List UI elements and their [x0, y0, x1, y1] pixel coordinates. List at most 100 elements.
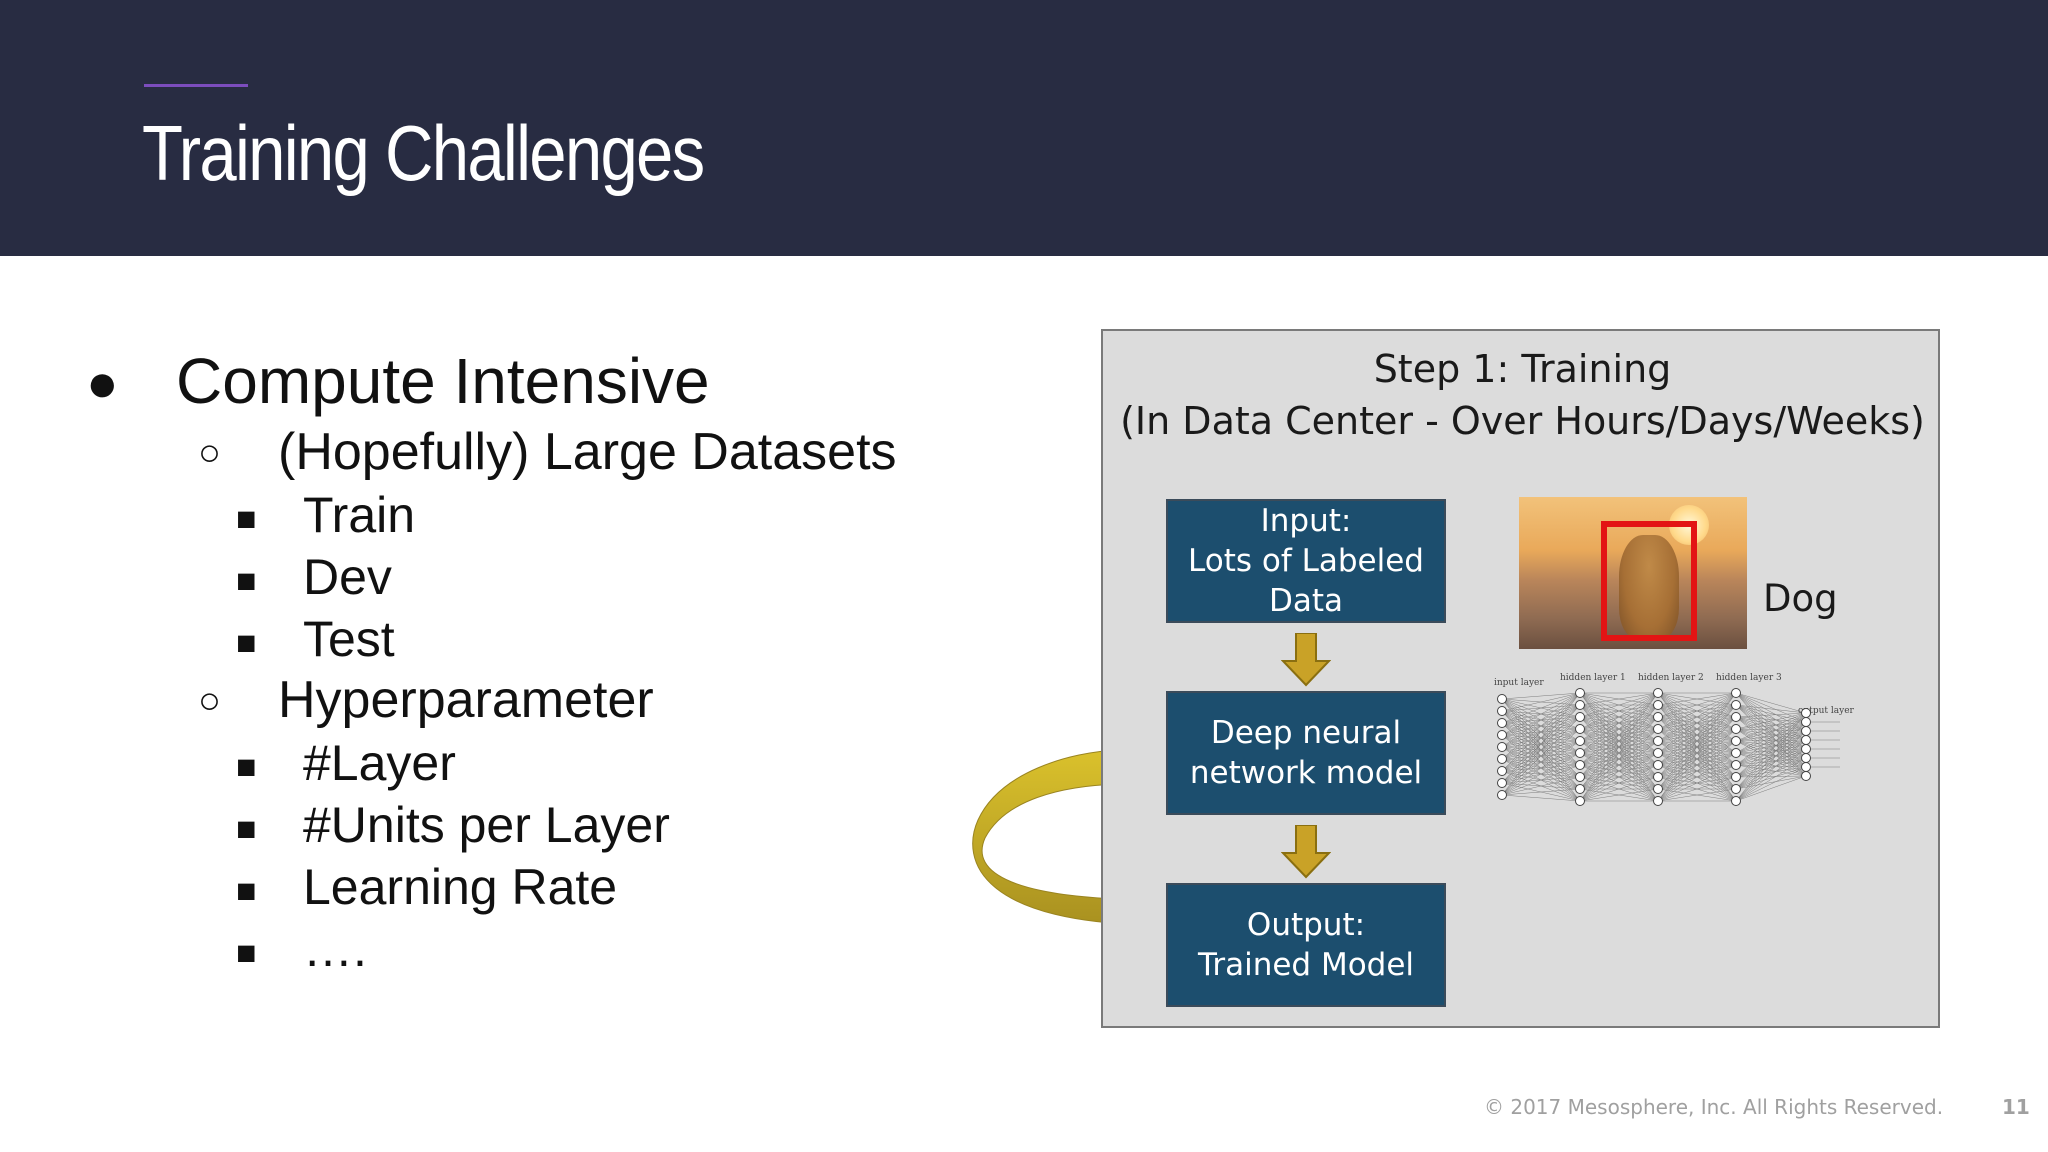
nn-edge — [1501, 728, 1581, 796]
dog-photo — [1519, 497, 1747, 649]
nn-node — [1731, 724, 1741, 734]
nn-edge — [1579, 692, 1659, 766]
bullet-item: Learning Rate — [303, 859, 618, 915]
nn-node — [1731, 784, 1741, 794]
nn-edge — [1735, 757, 1807, 790]
nn-edge — [1657, 692, 1737, 706]
nn-node — [1653, 772, 1663, 782]
slide-header: Training Challenges — [0, 0, 2048, 256]
nn-edge — [1735, 704, 1807, 723]
nn-node — [1731, 772, 1741, 782]
nn-edge — [1735, 775, 1807, 802]
nn-edge — [1735, 704, 1807, 732]
nn-edge — [1735, 730, 1807, 742]
nn-label-h1: hidden layer 1 — [1560, 673, 1626, 683]
nn-node — [1653, 748, 1663, 758]
nn-edge — [1735, 739, 1807, 766]
nn-edge — [1735, 716, 1807, 732]
nn-edge — [1735, 721, 1807, 766]
copyright-text: © 2017 Mesosphere, Inc. All Rights Reser… — [1484, 1095, 1944, 1119]
nn-node — [1575, 712, 1585, 722]
nn-node — [1653, 712, 1663, 722]
nn-node — [1575, 736, 1585, 746]
nn-edge — [1501, 692, 1581, 736]
nn-node — [1801, 762, 1811, 772]
nn-node — [1801, 744, 1811, 754]
bullet-item: (Hopefully) Large Datasets — [278, 423, 897, 481]
page-number: 11 — [2002, 1095, 2030, 1119]
nn-edge — [1501, 692, 1581, 700]
bullet-item: Train — [303, 487, 416, 543]
bullet-item: #Units per Layer — [303, 797, 670, 853]
nn-edge — [1501, 764, 1581, 796]
nn-edge — [1501, 692, 1581, 772]
nn-edge — [1735, 775, 1807, 790]
nn-edge — [1579, 776, 1659, 802]
nn-node — [1731, 748, 1741, 758]
nn-node — [1653, 736, 1663, 746]
nn-edge — [1735, 692, 1807, 714]
nn-edge — [1735, 757, 1807, 802]
neural-network-model-box: Deep neural network model — [1166, 691, 1446, 815]
input-box-line: Input: — [1260, 503, 1352, 539]
nn-edge — [1735, 730, 1807, 802]
bullet-marker-l3: ■ — [236, 934, 257, 972]
nn-edge — [1735, 728, 1807, 741]
nn-edge — [1657, 764, 1737, 802]
bullet-item: Dev — [303, 549, 392, 605]
nn-edge — [1657, 692, 1737, 742]
output-box-line: Trained Model — [1197, 947, 1415, 983]
nn-edge — [1657, 704, 1737, 802]
nn-node — [1497, 790, 1507, 800]
bullet-marker-l3: ■ — [236, 748, 257, 786]
nn-node — [1497, 766, 1507, 776]
nn-edge — [1579, 764, 1659, 802]
nn-node — [1801, 708, 1811, 718]
nn-edge — [1579, 704, 1659, 802]
bullet-marker-l2: ○ — [198, 680, 221, 722]
nn-edge — [1657, 788, 1737, 802]
nn-edge — [1657, 776, 1737, 802]
nn-node — [1497, 706, 1507, 716]
nn-edge — [1657, 692, 1737, 730]
nn-edge — [1657, 692, 1737, 754]
nn-edge — [1735, 716, 1807, 741]
nn-edge — [1735, 739, 1807, 802]
nn-edge — [1501, 692, 1581, 712]
nn-edge — [1735, 721, 1807, 754]
nn-edge — [1657, 692, 1737, 802]
nn-edge — [1501, 692, 1581, 760]
bullet-marker-l3: ■ — [236, 810, 257, 848]
nn-edge — [1735, 739, 1807, 790]
nn-node — [1575, 796, 1585, 806]
bullet-marker-l3: ■ — [236, 500, 257, 538]
nn-node — [1731, 760, 1741, 770]
nn-edge — [1735, 704, 1807, 741]
nn-edge — [1579, 788, 1659, 802]
bullet-marker-l1: ● — [86, 353, 119, 413]
nn-node — [1653, 784, 1663, 794]
nn-edge — [1579, 692, 1659, 742]
nn-edge — [1735, 748, 1807, 790]
bullet-item: #Layer — [303, 735, 456, 791]
trained-model-output-box: Output: Trained Model — [1166, 883, 1446, 1007]
nn-edge — [1735, 739, 1807, 778]
nn-edge — [1735, 775, 1807, 778]
nn-edge — [1579, 728, 1659, 802]
nn-edge — [1735, 712, 1807, 718]
model-box-line: network model — [1189, 755, 1423, 791]
nn-node — [1575, 760, 1585, 770]
nn-node — [1731, 796, 1741, 806]
bounding-box — [1601, 521, 1697, 641]
nn-node — [1497, 778, 1507, 788]
nn-node — [1731, 688, 1741, 698]
nn-edge — [1735, 739, 1807, 754]
nn-edge — [1735, 748, 1807, 802]
nn-edge — [1579, 692, 1659, 802]
nn-edge — [1657, 752, 1737, 802]
nn-edge — [1735, 712, 1807, 778]
nn-node — [1653, 760, 1663, 770]
down-arrow-icon — [1281, 825, 1331, 879]
bullet-item: Hyperparameter — [278, 671, 654, 729]
nn-node — [1575, 724, 1585, 734]
